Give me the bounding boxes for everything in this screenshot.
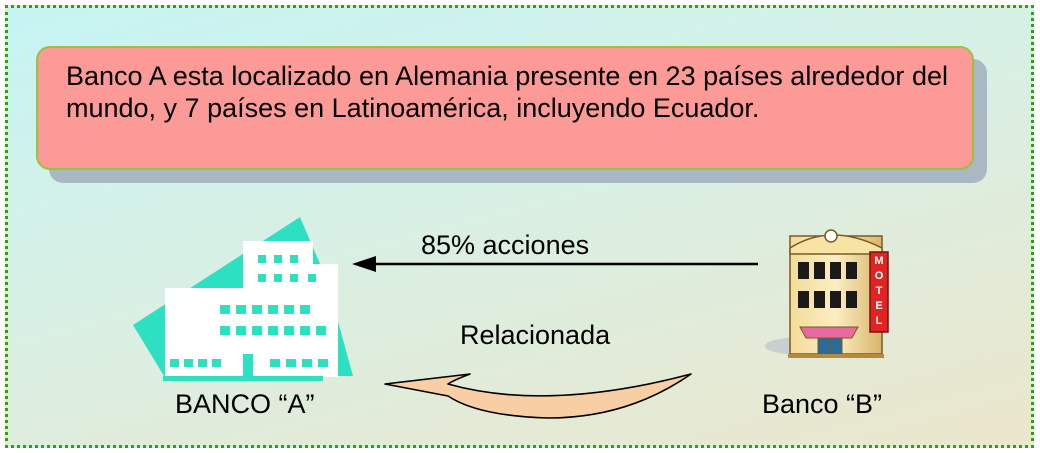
shares-arrow-label: 85% acciones xyxy=(421,230,590,260)
motel-sign-text: MOTEL xyxy=(874,255,884,327)
bank-b-label: Banco “B” xyxy=(762,389,883,419)
shares-arrow xyxy=(352,256,758,272)
related-arrow-label: Relacionada xyxy=(460,320,611,350)
diagram-graphics xyxy=(133,217,889,419)
callout-text: Banco A esta localizado en Alemania pres… xyxy=(66,61,948,123)
related-curved-arrow xyxy=(384,373,692,419)
slide-frame: Banco A esta localizado en Alemania pres… xyxy=(5,5,1034,448)
callout-box: Banco A esta localizado en Alemania pres… xyxy=(36,46,974,170)
motel-sign xyxy=(869,251,889,333)
bank-b-building-icon xyxy=(765,229,889,358)
bank-a-building-icon xyxy=(133,217,353,381)
bank-a-label: BANCO “A” xyxy=(175,389,315,419)
